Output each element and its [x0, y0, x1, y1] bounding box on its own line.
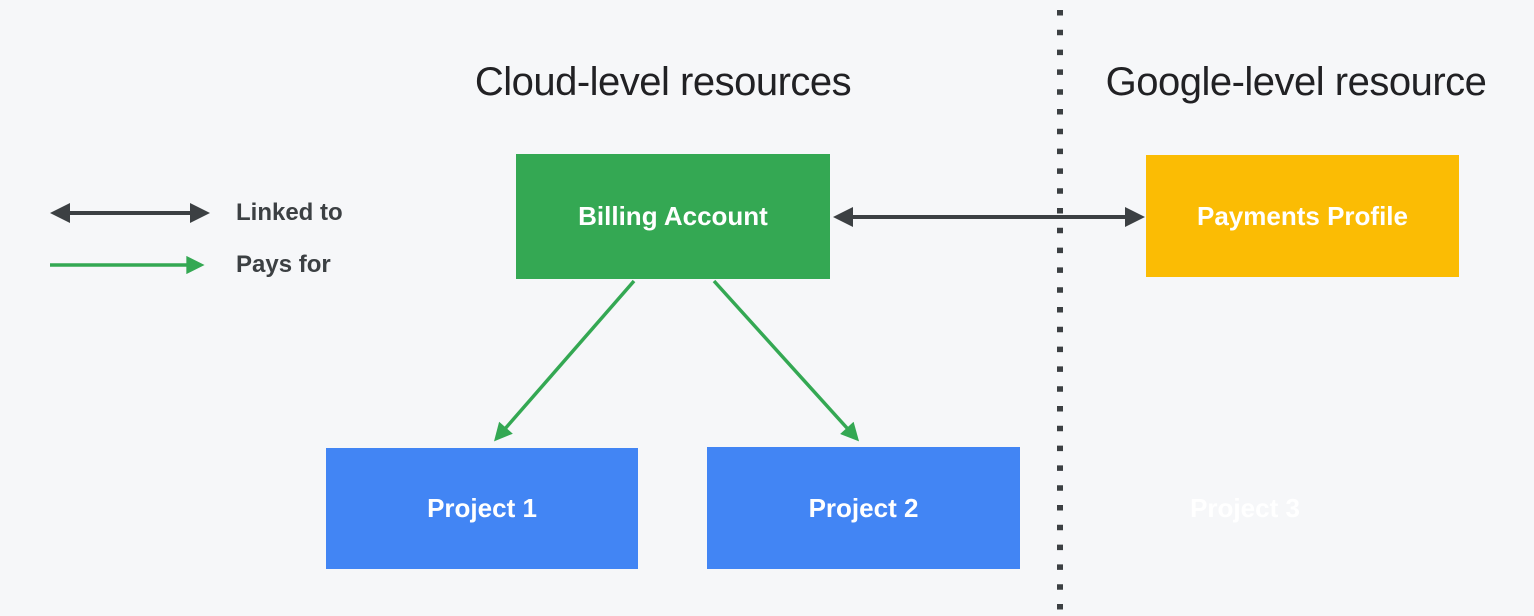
- project-2-node: Project 2: [707, 447, 1020, 569]
- legend-label-pays-for: Pays for: [236, 251, 331, 278]
- google-level-heading: Google-level resource: [1105, 60, 1487, 104]
- project-1-node: Project 1: [326, 448, 638, 569]
- billing-account-node: Billing Account: [516, 154, 830, 279]
- project-3-label: Project 3: [1190, 493, 1300, 523]
- legend-label-linked-to: Linked to: [236, 199, 343, 226]
- cloud-level-heading: Cloud-level resources: [474, 60, 852, 104]
- project-1-label: Project 1: [427, 493, 537, 523]
- project-2-label: Project 2: [808, 492, 919, 523]
- billing-account-label: Billing Account: [578, 201, 768, 231]
- pays-for-arrow-project-1: [494, 279, 636, 442]
- project-3-node: Project 3: [1089, 448, 1401, 569]
- payments-profile-node: Payments Profile: [1146, 155, 1459, 277]
- pays-for-arrow-project-2: [712, 279, 860, 442]
- payments-profile-label: Payments Profile: [1197, 200, 1408, 231]
